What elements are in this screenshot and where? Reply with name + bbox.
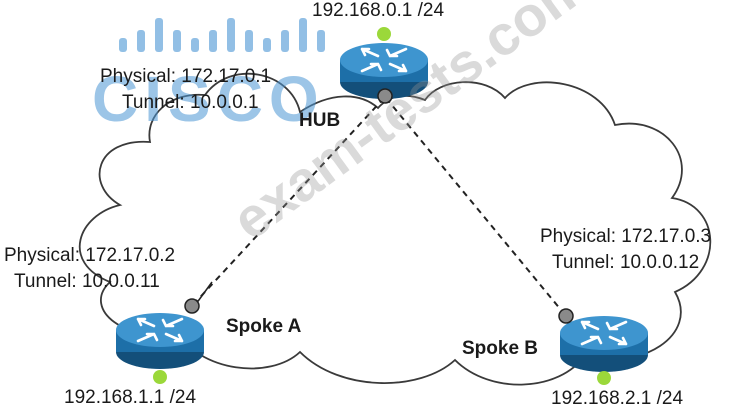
hub-tunnel-label: Tunnel: 10.0.0.1 <box>122 92 259 113</box>
spoke-b-lan-dot <box>597 371 611 385</box>
cisco-logo-watermark: CISCO <box>92 63 325 135</box>
tunnel-link-hub-spoke-b <box>385 97 567 317</box>
spoke-a-lan-dot <box>153 370 167 384</box>
spoke-b-name-label: Spoke B <box>462 338 539 359</box>
spoke-a-name-label: Spoke A <box>226 316 302 337</box>
spoke-b-router-icon <box>558 314 650 374</box>
spoke-a-lan-label: 192.168.1.1 /24 <box>64 387 197 408</box>
spoke-a-physical-label: Physical: 172.17.0.2 <box>4 245 176 266</box>
spoke-a-tunnel-dot <box>184 298 200 314</box>
cisco-logo-bars <box>119 18 325 52</box>
spoke-a-tunnel-label: Tunnel: 10.0.0.11 <box>14 271 160 292</box>
wan-cloud <box>78 72 712 386</box>
hub-lan-label: 192.168.0.1 /24 <box>312 0 445 21</box>
hub-name-label: HUB <box>299 110 341 131</box>
hub-physical-label: Physical: 172.17.0.1 <box>100 66 272 87</box>
spoke-b-physical-label: Physical: 172.17.0.3 <box>540 226 712 247</box>
hub-tunnel-dot <box>377 88 393 104</box>
tunnel-link-hub-spoke-a <box>191 97 385 307</box>
spoke-a-router-icon <box>114 311 206 371</box>
hub-lan-dot <box>377 27 391 41</box>
spoke-b-lan-label: 192.168.2.1 /24 <box>551 388 684 409</box>
spoke-b-tunnel-dot <box>558 308 574 324</box>
spoke-b-tunnel-label: Tunnel: 10.0.0.12 <box>552 252 700 273</box>
